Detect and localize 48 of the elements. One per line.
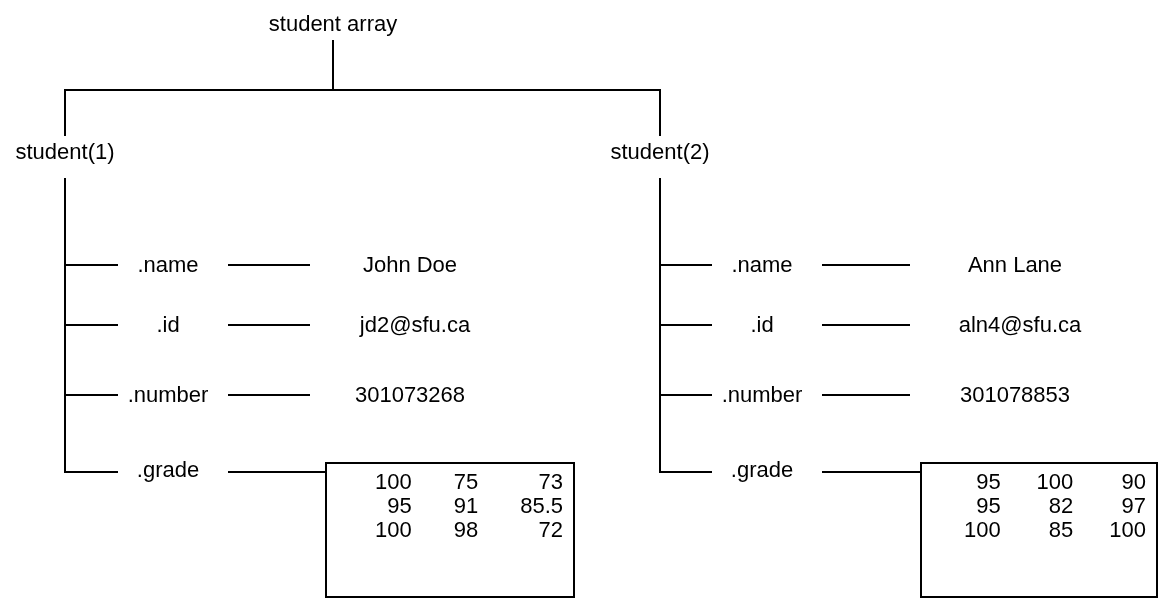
field-name: .name: [712, 250, 812, 280]
field-name: .id: [118, 310, 218, 340]
tree-connector: [227, 394, 311, 396]
tree-root-label: student array: [263, 8, 403, 40]
grade-value: 100: [1035, 470, 1074, 494]
tree-connector: [332, 39, 661, 137]
grade-value: 75: [452, 470, 479, 494]
tree-connector: [821, 394, 911, 396]
field-value: 301073268: [330, 380, 490, 410]
tree-connector: [227, 264, 311, 266]
grade-value: 85.5: [519, 494, 563, 518]
field-name: .id: [712, 310, 812, 340]
field-value: 301078853: [930, 380, 1100, 410]
struct-element-label: student(2): [600, 136, 720, 168]
grade-value: 98: [452, 518, 479, 542]
field-value: aln4@sfu.ca: [930, 310, 1110, 340]
field-name: .name: [118, 250, 218, 280]
tree-connector: [821, 471, 921, 473]
field-value: jd2@sfu.ca: [330, 310, 500, 340]
field-value: Ann Lane: [930, 250, 1100, 280]
grade-value: 100: [374, 518, 412, 542]
field-name: .number: [712, 380, 812, 410]
grade-value: 100: [374, 470, 412, 494]
grade-value: 73: [537, 470, 563, 494]
field-value: John Doe: [330, 250, 490, 280]
tree-connector: [821, 324, 911, 326]
grade-value: 100: [1108, 518, 1146, 542]
field-name: .grade: [118, 455, 218, 485]
grade-value: 95: [975, 494, 1001, 518]
grade-value: 85: [1047, 518, 1074, 542]
grade-value: 95: [975, 470, 1001, 494]
grade-table: [920, 462, 1158, 598]
tree-connector: [64, 177, 119, 473]
grade-table: [325, 462, 575, 598]
struct-element-label: student(1): [10, 136, 120, 168]
grade-value: 72: [537, 518, 563, 542]
grade-value: 100: [962, 518, 1001, 542]
grade-value: 82: [1047, 494, 1074, 518]
grade-value: 95: [386, 494, 412, 518]
field-name: .grade: [712, 455, 812, 485]
tree-connector: [821, 264, 911, 266]
tree-connector: [227, 471, 326, 473]
grade-value: 90: [1120, 470, 1146, 494]
tree-connector: [659, 177, 713, 473]
tree-connector: [227, 324, 311, 326]
grade-value: 91: [452, 494, 479, 518]
field-name: .number: [118, 380, 218, 410]
grade-value: 97: [1120, 494, 1146, 518]
